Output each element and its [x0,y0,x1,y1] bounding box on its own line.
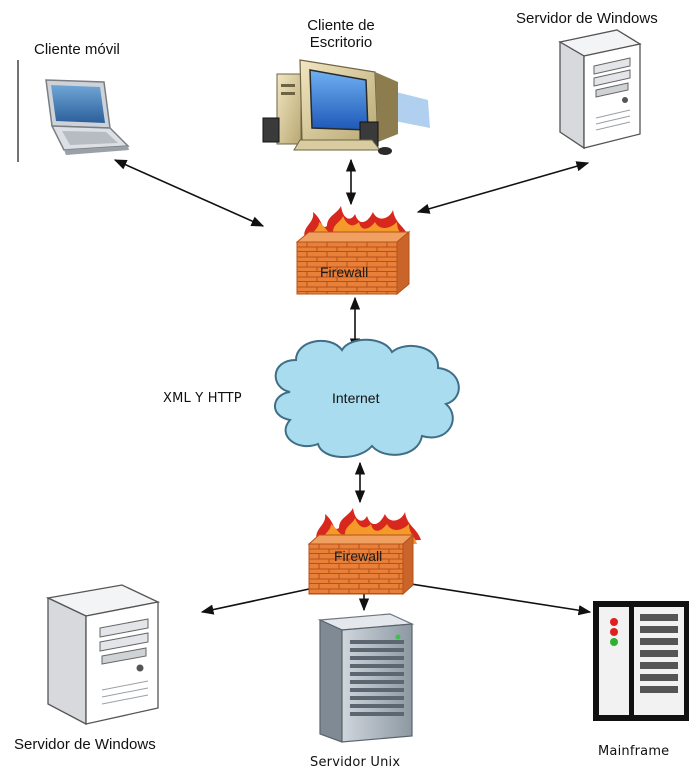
firewall-icon [307,508,421,596]
cloud-icon [274,338,460,459]
desktop-client-label-line1: Cliente de [307,17,375,34]
firewall-top-label: Firewall [320,264,369,280]
mainframe-icon [593,601,689,721]
windows-server-top-label: Servidor de Windows [516,10,658,27]
tower-server-icon [45,584,161,726]
desktop-client-label: Cliente de Escritorio [286,17,396,51]
link-mobile-firewall [113,159,265,227]
link-winserver-firewall [416,161,590,214]
mobile-client-label: Cliente móvil [34,41,120,58]
tower-server-icon [558,29,642,150]
protocol-label: XML Y HTTP [163,391,242,406]
desktop-computer-icon [262,59,430,155]
internet-label: Internet [332,390,380,406]
firewall-icon [295,206,411,296]
desktop-client-label-line2: Escritorio [309,34,373,51]
firewall-bottom-label: Firewall [334,548,383,564]
laptop-icon [17,60,130,162]
mainframe-label: Mainframe [598,744,670,759]
windows-server-bottom-label: Servidor de Windows [14,736,156,753]
unix-server-label: Servidor Unix [310,755,401,770]
rack-server-icon [317,613,415,743]
